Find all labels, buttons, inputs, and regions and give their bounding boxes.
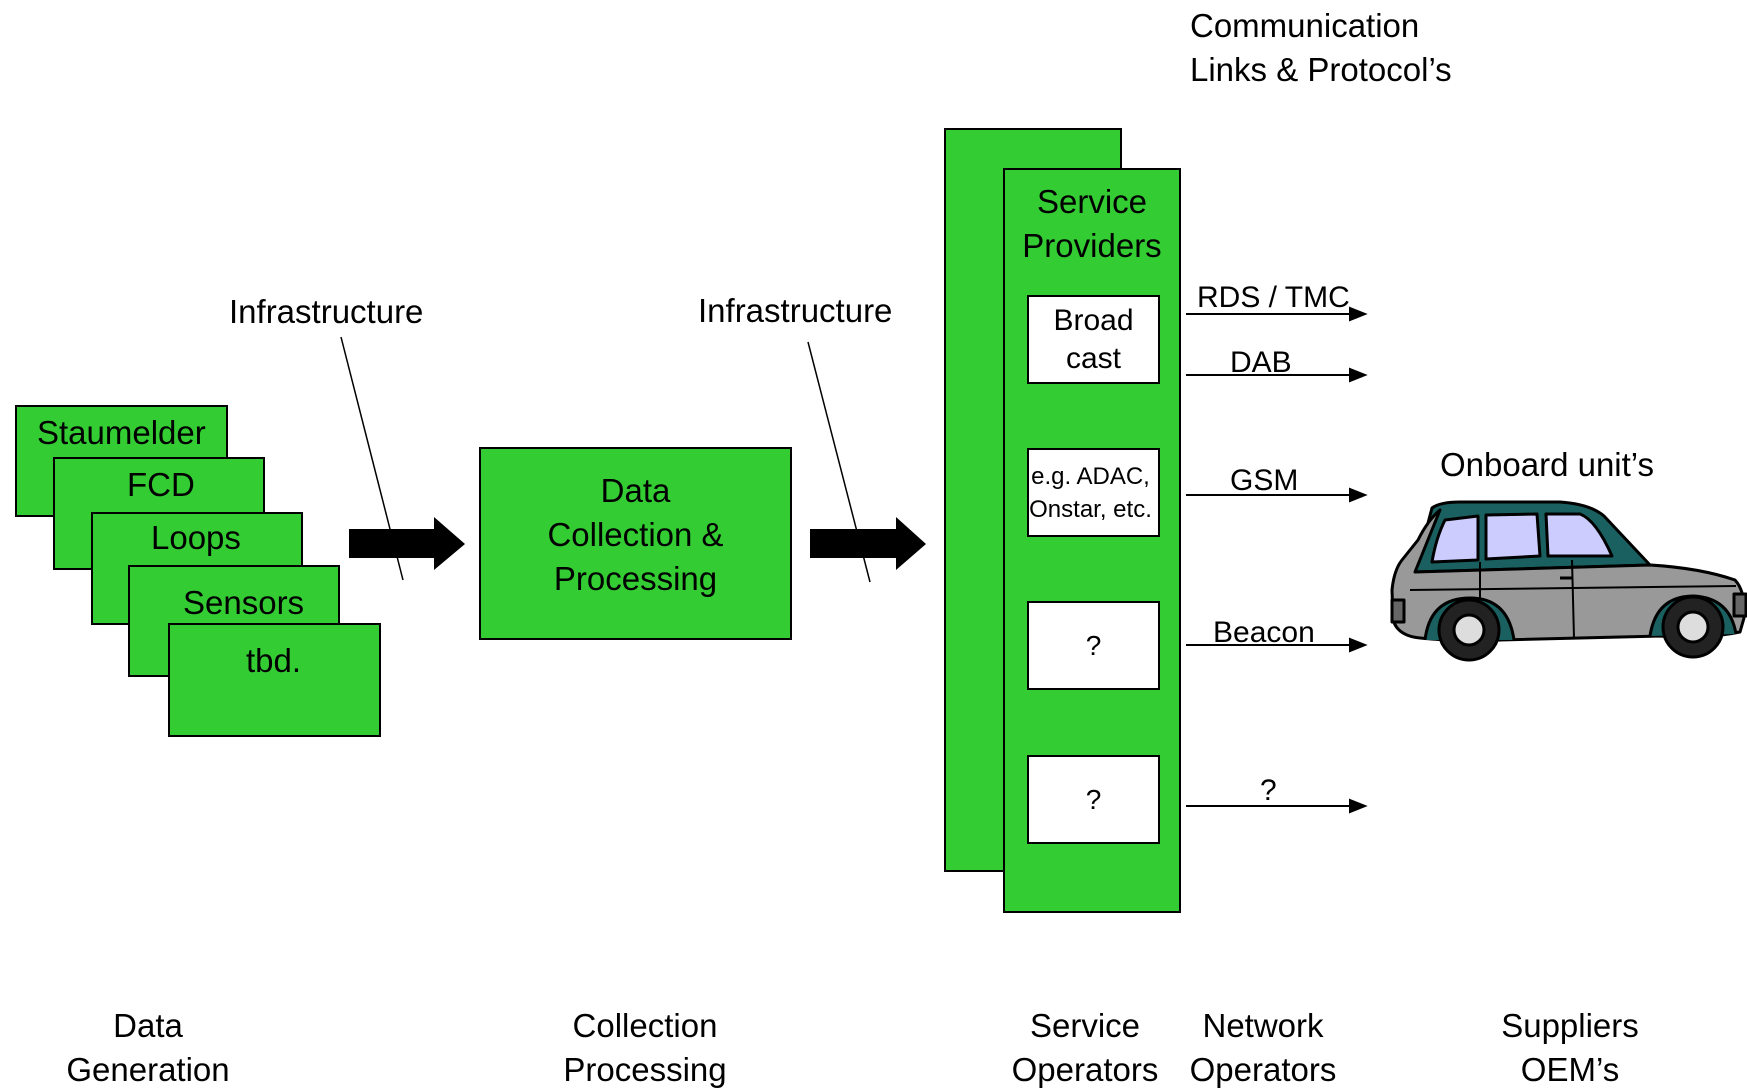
source-label: tbd. <box>246 642 302 679</box>
footer-collection-processing: Collection Processing <box>563 1007 727 1088</box>
link-label-rds-tmc: RDS / TMC <box>1197 281 1350 314</box>
link-arrowhead <box>1349 487 1368 503</box>
footer-suppliers-oems: Suppliers OEM’s <box>1501 1007 1639 1088</box>
data-collection-processing-box: Data Collection & Processing <box>479 447 792 640</box>
source-label: Staumelder <box>37 414 206 451</box>
source-label: FCD <box>127 466 195 503</box>
onboard-unit-label: Onboard unit’s <box>1440 446 1655 483</box>
unknown-provider-box-1: ? <box>1027 601 1160 690</box>
service-providers-title: Service Providers <box>1022 183 1162 264</box>
communication-links-label: Communication Links & Protocol’s <box>1190 7 1452 88</box>
link-label-gsm: GSM <box>1230 464 1299 497</box>
car-icon <box>1390 500 1747 662</box>
block-arrow-left <box>349 517 465 570</box>
link-arrowhead <box>1349 798 1368 814</box>
footer-data-generation: Data Generation <box>66 1007 230 1088</box>
unknown-provider-label: ? <box>1085 629 1102 661</box>
footer-network-operators: Network Operators <box>1189 1007 1337 1088</box>
source-label: Sensors <box>183 584 305 621</box>
processing-label: Data Collection & Processing <box>547 471 724 597</box>
example-provider-label: e.g. ADAC, Onstar, etc. <box>1029 462 1152 523</box>
source-box-tbd: tbd. <box>168 623 381 737</box>
link-arrowhead <box>1349 637 1368 653</box>
unknown-provider-label: ? <box>1085 783 1102 815</box>
link-label-unknown: ? <box>1260 774 1277 807</box>
footer-service-operators: Service Operators <box>1011 1007 1159 1088</box>
source-label: Loops <box>151 519 241 556</box>
example-provider-box: e.g. ADAC, Onstar, etc. <box>1027 448 1160 537</box>
broadcast-box: Broad cast <box>1027 295 1160 384</box>
broadcast-label: Broad cast <box>1053 303 1134 375</box>
infrastructure-label-right: Infrastructure <box>698 292 893 329</box>
link-label-dab: DAB <box>1230 346 1292 379</box>
block-arrow-right <box>810 517 926 570</box>
link-arrowhead <box>1349 306 1368 322</box>
unknown-provider-box-2: ? <box>1027 755 1160 844</box>
infrastructure-label-left: Infrastructure <box>229 293 424 330</box>
link-label-beacon: Beacon <box>1213 616 1315 649</box>
link-arrowhead <box>1349 367 1368 383</box>
